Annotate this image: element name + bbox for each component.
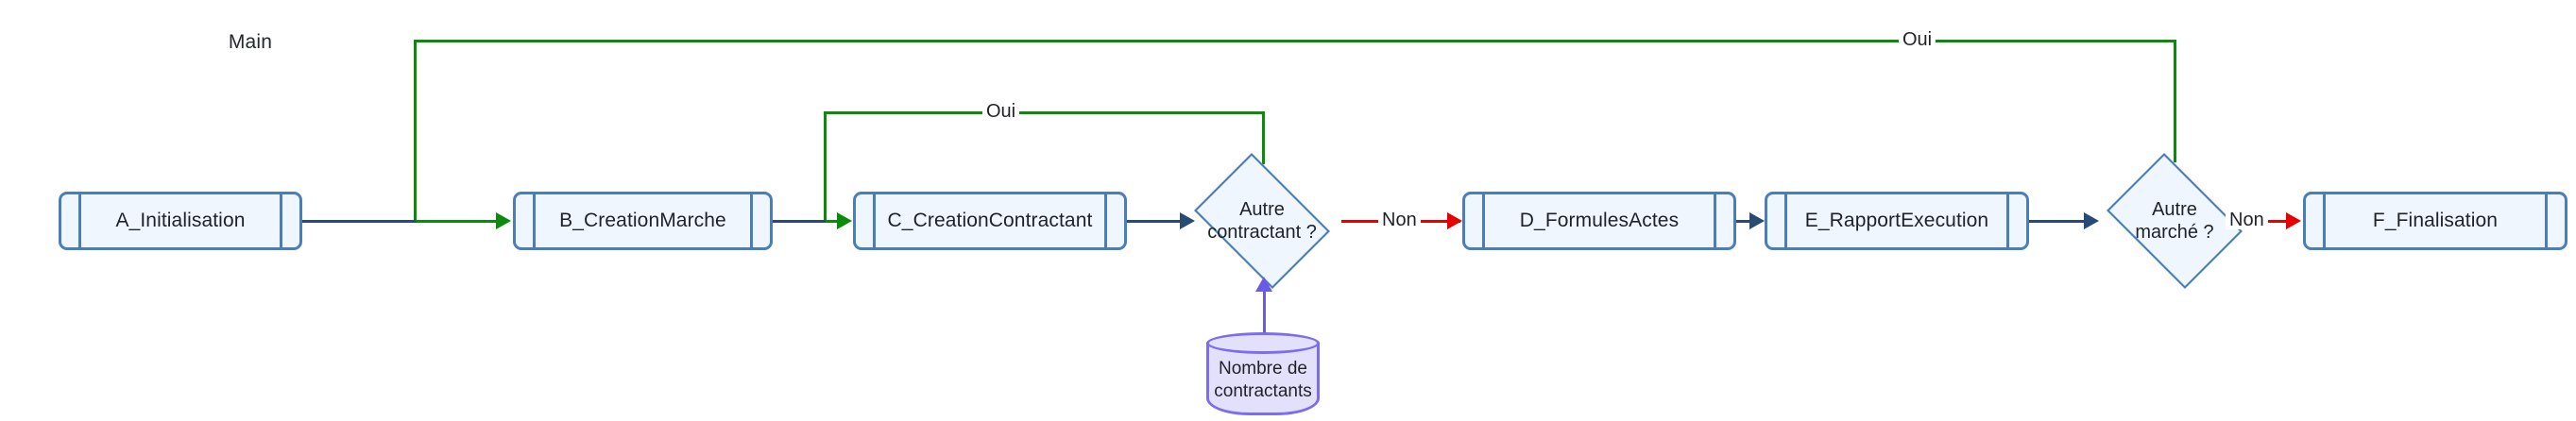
edge-b-c-line [773,220,826,223]
database-label-line1: Nombre de [1219,359,1307,379]
cylinder-body [1206,343,1320,415]
edge-label-oui-outer: Oui [1899,30,1936,49]
edge-d-e-line [1736,220,1753,223]
edge-d1-c-oui-arrowhead [837,212,852,229]
node-f-finalisation[interactable]: F_Finalisation [2303,192,2567,250]
edge-e-d2-line [2029,220,2090,223]
edge-e-d2-arrowhead [2084,212,2099,229]
edge-a-b-line [302,220,416,223]
node-a-label: A_Initialisation [115,210,246,231]
edge-c-d1-arrowhead [1180,212,1195,229]
database-label-line2: contractants [1214,380,1312,401]
edge-db-d1-arrowhead [1255,277,1272,292]
node-e-label: E_RapportExecution [1804,210,1989,231]
edge-d2-b-oui-horizontal-bottom [414,220,497,223]
edge-d2-f-non-line [2254,220,2297,223]
node-f-label: F_Finalisation [2372,210,2499,231]
node-decision-autre-marche[interactable]: Autre marché ? [2096,153,2253,289]
node-decision-autre-contractant[interactable]: Autre contractant ? [1184,153,1340,289]
node-d-label: D_FormulesActes [1519,210,1680,231]
node-d-formulesactes[interactable]: D_FormulesActes [1462,192,1736,250]
edge-d1-c-oui-vertical-left [824,111,827,221]
subroutine-left-bar [2323,194,2326,247]
edge-d1-c-oui-horizontal-top [824,111,1265,114]
decision-2-label-line1: Autre [2152,198,2197,220]
edge-d1-c-oui-vertical-right [1262,111,1265,164]
edge-d2-b-oui-arrowhead [496,212,511,229]
node-b-label: B_CreationMarche [559,210,726,231]
subroutine-left-bar [1482,194,1485,247]
subroutine-right-bar [2006,194,2009,247]
cylinder-top-ellipse [1206,332,1320,354]
edge-label-oui-inner: Oui [982,102,1020,121]
subroutine-right-bar [1104,194,1107,247]
subroutine-left-bar [1784,194,1787,247]
subroutine-left-bar [873,194,876,247]
edge-label-non-second: Non [2226,210,2268,229]
subroutine-left-bar [78,194,81,247]
decision-1-label-line1: Autre [1239,198,1285,220]
edge-d2-f-non-arrowhead [2286,212,2301,229]
subroutine-right-bar [750,194,753,247]
decision-2-label-line2: marché ? [2135,222,2214,243]
subroutine-left-bar [533,194,536,247]
subroutine-right-bar [2545,194,2548,247]
edge-d2-b-oui-horizontal-top [414,40,2176,42]
node-e-rapportexecution[interactable]: E_RapportExecution [1765,192,2029,250]
edge-d2-b-oui-vertical-left [414,40,417,221]
edge-d-e-arrowhead [1749,212,1765,229]
edge-d1-c-oui-horizontal-bottom [824,220,839,223]
subroutine-right-bar [280,194,282,247]
node-c-creationcontractant[interactable]: C_CreationContractant [853,192,1127,250]
edge-label-non-first: Non [1378,210,1421,229]
edge-c-d1-line [1127,220,1182,223]
decision-2-label: Autre marché ? [2096,163,2253,278]
edge-d2-b-oui-vertical-right [2174,40,2176,162]
node-a-initialisation[interactable]: A_Initialisation [59,192,302,250]
subroutine-right-bar [1714,194,1716,247]
edge-d1-d-non-arrowhead [1447,212,1462,229]
diagram-title: Main [228,31,273,53]
decision-1-label: Autre contractant ? [1184,163,1340,278]
node-b-creationmarche[interactable]: B_CreationMarche [513,192,773,250]
node-database-nombre-de-contractants[interactable]: Nombre de contractants [1206,332,1320,415]
database-label: Nombre de contractants [1206,358,1320,403]
node-c-label: C_CreationContractant [887,210,1093,231]
decision-1-label-line2: contractant ? [1207,222,1317,243]
edge-db-d1-line [1263,291,1266,334]
